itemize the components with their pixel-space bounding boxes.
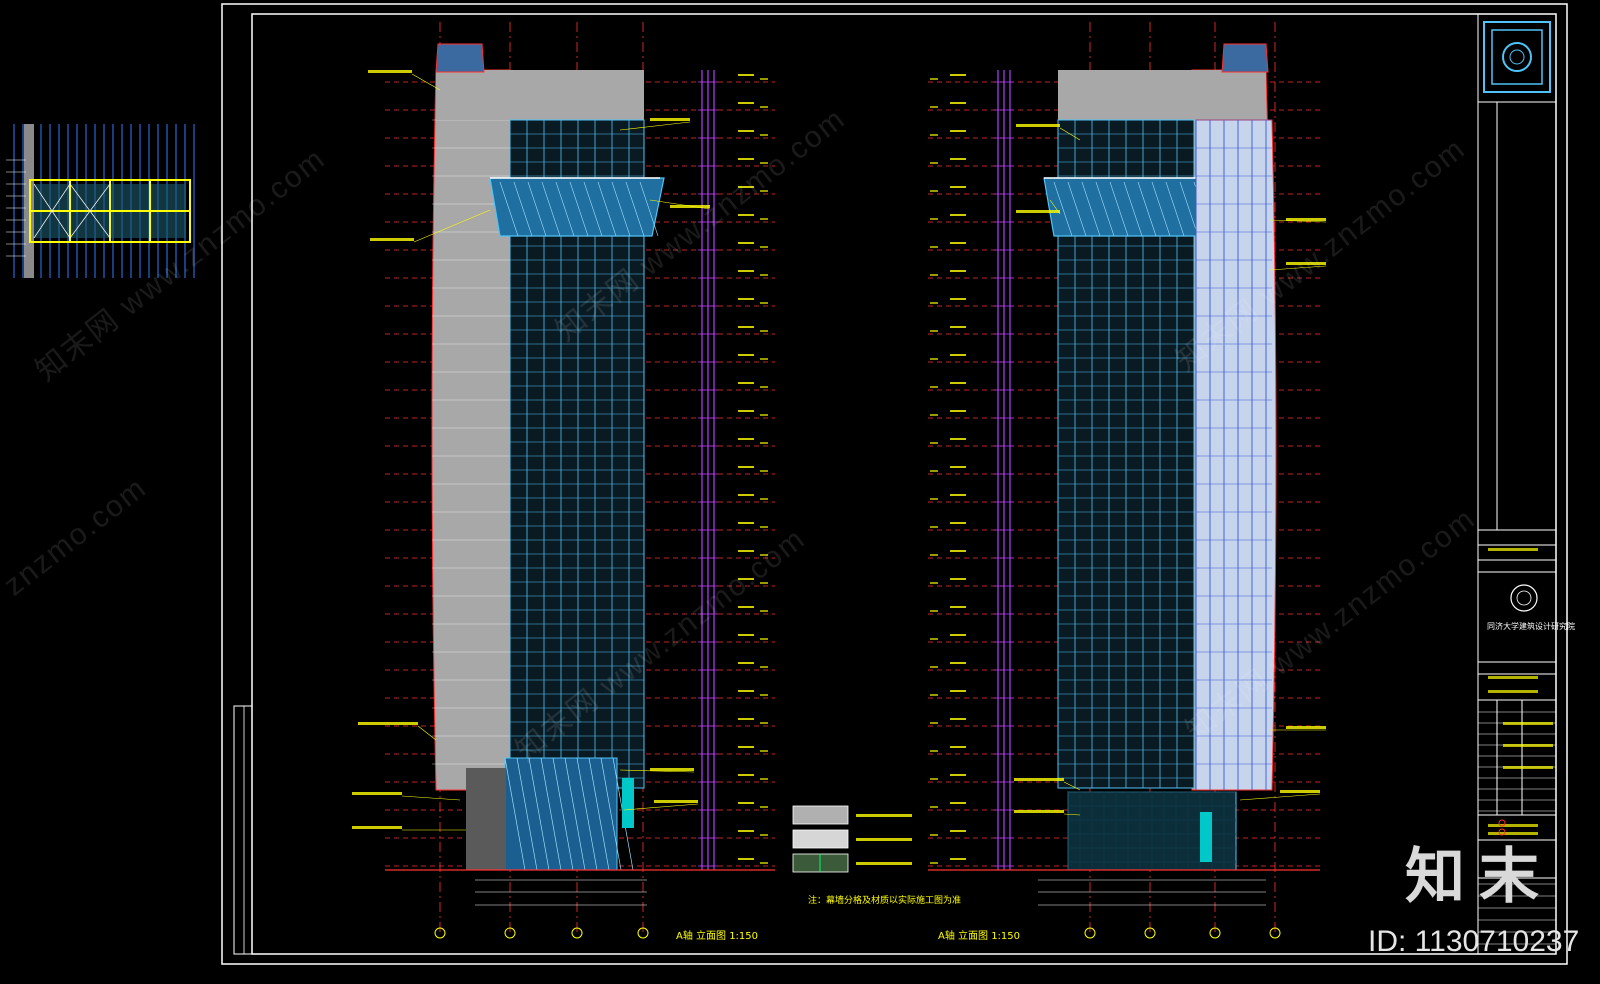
left-elevation — [352, 22, 775, 939]
brand-logo: 知末 — [1405, 842, 1553, 912]
institute-seal-icon — [1510, 584, 1538, 612]
material-legend — [792, 805, 912, 873]
right-view-scale-label: A轴 立面图 1:150 — [938, 931, 1021, 942]
detail-section-drawing — [6, 124, 195, 278]
left-title-strip — [233, 705, 253, 955]
sheet-outer-frame — [221, 3, 1568, 965]
institute-logo-emblem — [1483, 21, 1551, 93]
right-elevation — [928, 22, 1327, 939]
legend-note: 注：幕墙分格及材质以实际施工图为准 — [808, 896, 962, 906]
image-id: ID: 1130710237 — [1368, 925, 1580, 958]
left-view-scale-label: A轴 立面图 1:150 — [676, 931, 759, 942]
title-block — [1477, 13, 1557, 955]
institute-name: 同济大学建筑设计研究院 — [1487, 622, 1575, 631]
